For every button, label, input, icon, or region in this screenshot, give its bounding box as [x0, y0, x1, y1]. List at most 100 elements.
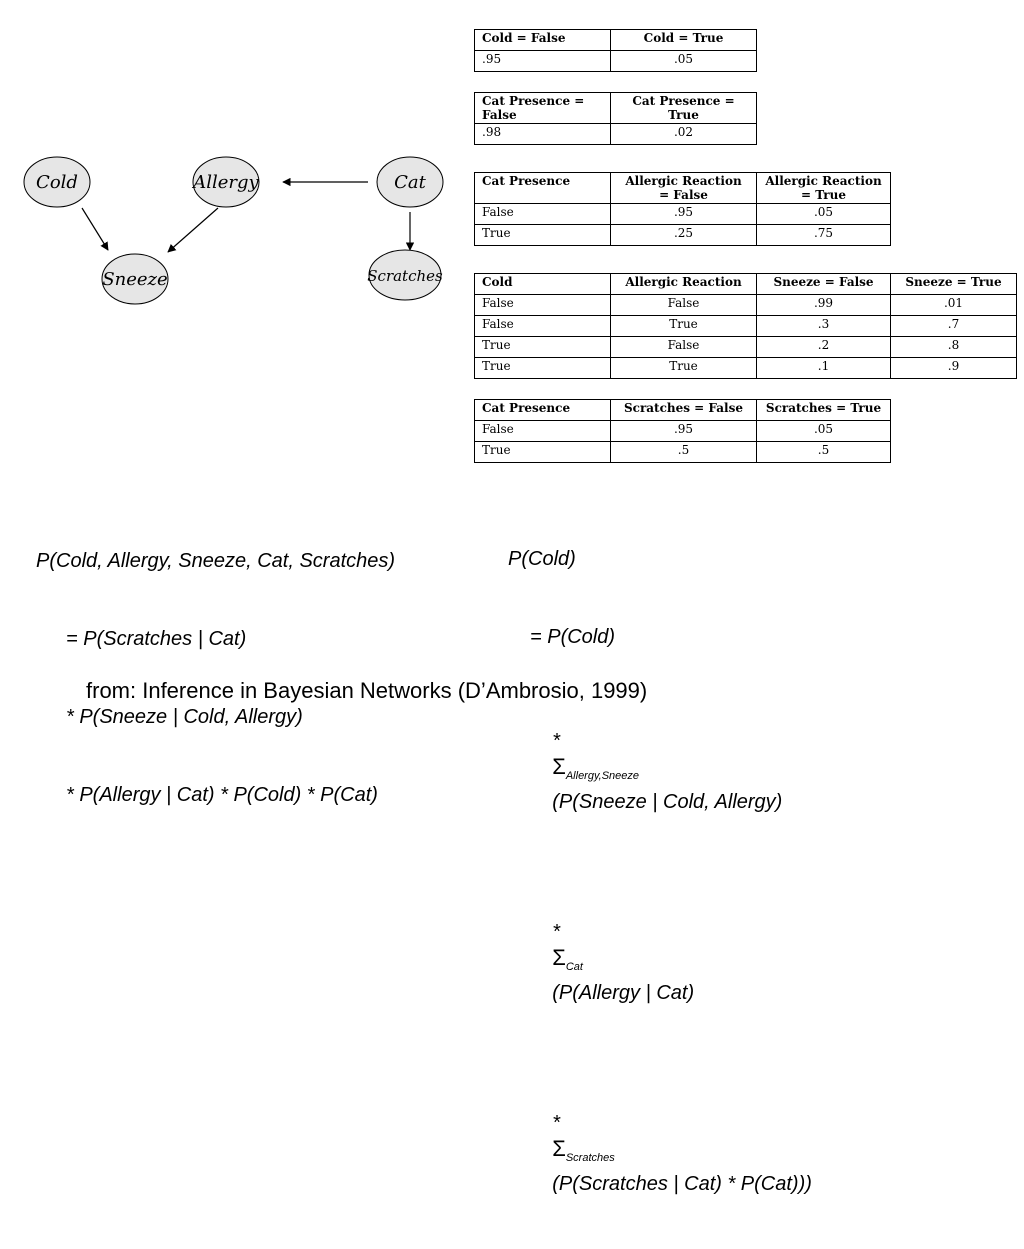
header-line: False: [482, 108, 517, 122]
table-cell: .05: [756, 203, 891, 225]
table-cold-prior: Cold = False Cold = True .95 .05: [474, 29, 757, 72]
formula-line: P(Cold, Allergy, Sneeze, Cat, Scratches): [36, 550, 396, 572]
table-cell: .95: [610, 203, 757, 225]
table-cell: .5: [610, 441, 757, 463]
table-header-cell: Allergic Reaction = False: [610, 172, 757, 204]
citation: from: Inference in Bayesian Networks (D’…: [86, 678, 648, 703]
table-cell: .98: [474, 123, 611, 145]
header-line: Cat Presence =: [632, 94, 735, 108]
header-line: Allergic Reaction: [765, 174, 882, 188]
table-cell: .1: [756, 357, 891, 379]
header-line: Cat Presence =: [482, 94, 585, 108]
table-row: False True .3 .7: [474, 315, 1017, 337]
formula-term: (P(Sneeze | Cold, Allergy): [552, 791, 783, 813]
table-row: .95 .05: [474, 50, 757, 72]
table-header-cell: Cold = True: [610, 29, 757, 51]
formula-operator: *: [552, 921, 561, 943]
node-scratches: Scratches: [367, 249, 443, 301]
table-row: True .5 .5: [474, 441, 891, 463]
table-cell: .8: [890, 336, 1017, 358]
table-header-cell: Sneeze = True: [890, 273, 1017, 295]
table-header-cell: Cold = False: [474, 29, 611, 51]
table-row: True .25 .75: [474, 224, 891, 246]
table-header-cell: Cold: [474, 273, 611, 295]
node-cat: Cat: [376, 156, 444, 208]
sigma-symbol: Σ: [552, 1136, 566, 1161]
table-cell: .5: [756, 441, 891, 463]
table-cell: .95: [610, 420, 757, 442]
node-sneeze: Sneeze: [101, 253, 169, 305]
node-allergy-label: Allergy: [191, 172, 259, 193]
table-cell: False: [474, 420, 611, 442]
sum-subscript: Allergy,Sneeze: [565, 770, 640, 782]
table-cell: True: [474, 336, 611, 358]
table-row: False False .99 .01: [474, 294, 1017, 316]
formula-line: = P(Cold): [530, 626, 616, 648]
table-cell: .99: [756, 294, 891, 316]
table-cell: True: [474, 224, 611, 246]
table-cell: .02: [610, 123, 757, 145]
formula-line: * ΣCat (P(Allergy | Cat): [508, 893, 812, 1032]
table-cell: .3: [756, 315, 891, 337]
edge-allergy-sneeze: [167, 207, 219, 253]
formula-joint-factorization: P(Cold, Allergy, Sneeze, Cat, Scratches)…: [36, 496, 395, 834]
formula-line: * P(Sneeze | Cold, Allergy): [66, 706, 303, 728]
table-header-row: Cat Presence Scratches = False Scratches…: [474, 399, 891, 421]
formula-term: (P(Allergy | Cat): [552, 982, 695, 1004]
node-sneeze-label: Sneeze: [102, 269, 167, 290]
table-cell: False: [474, 315, 611, 337]
node-scratches-label: Scratches: [367, 267, 443, 285]
table-allergic-reaction: Cat Presence Allergic Reaction = False A…: [474, 172, 891, 246]
table-header-cell: Cat Presence: [474, 172, 611, 204]
table-header-cell: Scratches = True: [756, 399, 891, 421]
table-row: True True .1 .9: [474, 357, 1017, 379]
table-cell: False: [474, 294, 611, 316]
table-row: .98 .02: [474, 123, 757, 145]
table-sneeze: Cold Allergic Reaction Sneeze = False Sn…: [474, 273, 1017, 379]
formula-line: * ΣScratches (P(Scratches | Cat) * P(Cat…: [508, 1084, 812, 1223]
formula-operator: *: [552, 1112, 561, 1134]
table-row: False .95 .05: [474, 203, 891, 225]
table-cell: True: [474, 441, 611, 463]
formula-line: P(Cold): [508, 548, 576, 570]
sum-subscript: Cat: [565, 961, 583, 973]
table-header-cell: Allergic Reaction: [610, 273, 757, 295]
table-row: True False .2 .8: [474, 336, 1017, 358]
formula-marginal-cold: P(Cold) = P(Cold) * ΣAllergy,Sneeze (P(S…: [508, 494, 812, 1249]
table-cell: False: [610, 336, 757, 358]
table-header-row: Cat Presence Allergic Reaction = False A…: [474, 172, 891, 204]
node-cold: Cold: [23, 156, 91, 208]
table-header-cell: Sneeze = False: [756, 273, 891, 295]
header-line: True: [668, 108, 699, 122]
sum-subscript: Scratches: [565, 1152, 615, 1164]
header-line: = False: [659, 188, 708, 202]
table-cell: True: [610, 357, 757, 379]
table-cell: .05: [756, 420, 891, 442]
table-cell: .9: [890, 357, 1017, 379]
table-header-cell: Scratches = False: [610, 399, 757, 421]
table-row: False .95 .05: [474, 420, 891, 442]
table-header-cell: Cat Presence: [474, 399, 611, 421]
table-scratches: Cat Presence Scratches = False Scratches…: [474, 399, 891, 463]
bayes-network-diagram: Cold Allergy Cat Sneeze Scratches: [23, 156, 444, 305]
table-cell: False: [610, 294, 757, 316]
table-cell: .01: [890, 294, 1017, 316]
table-cell: False: [474, 203, 611, 225]
table-cell: .95: [474, 50, 611, 72]
node-allergy: Allergy: [191, 156, 260, 208]
formula-line: = P(Scratches | Cat): [66, 628, 247, 650]
formula-line: * P(Allergy | Cat) * P(Cold) * P(Cat): [66, 784, 378, 806]
table-header-row: Cold Allergic Reaction Sneeze = False Sn…: [474, 273, 1017, 295]
formula-line: * ΣAllergy,Sneeze (P(Sneeze | Cold, Alle…: [508, 702, 812, 841]
header-line: = True: [801, 188, 846, 202]
table-cell: True: [610, 315, 757, 337]
table-cell: .25: [610, 224, 757, 246]
table-cell: .05: [610, 50, 757, 72]
table-header-row: Cold = False Cold = True: [474, 29, 757, 51]
table-header-cell: Allergic Reaction = True: [756, 172, 891, 204]
table-cell: True: [474, 357, 611, 379]
table-header-cell: Cat Presence = False: [474, 92, 611, 124]
table-cat-presence-prior: Cat Presence = False Cat Presence = True…: [474, 92, 757, 145]
table-header-row: Cat Presence = False Cat Presence = True: [474, 92, 757, 124]
table-cell: .75: [756, 224, 891, 246]
